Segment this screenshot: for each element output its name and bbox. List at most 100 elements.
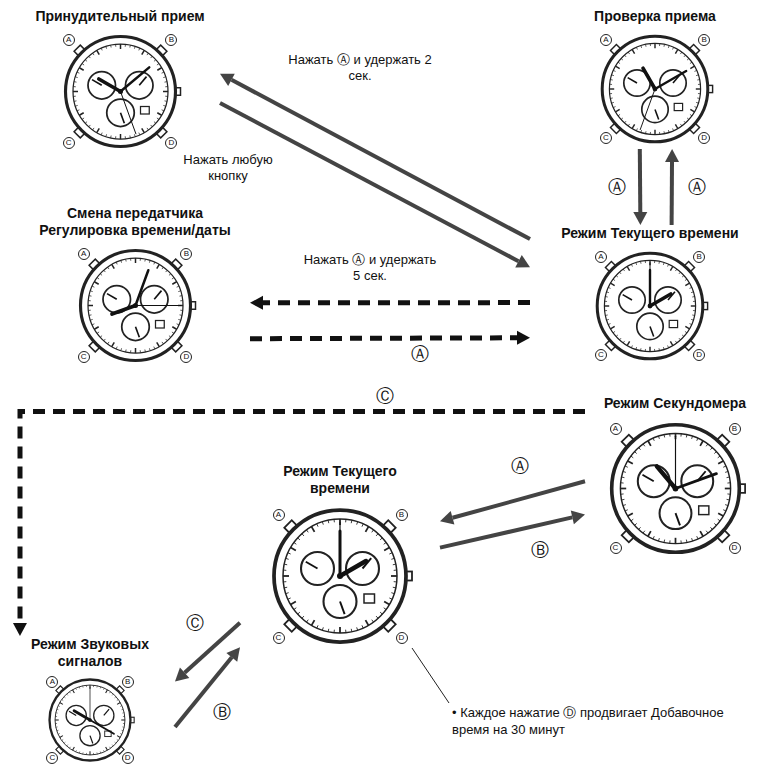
tick — [122, 709, 124, 711]
tick — [726, 499, 729, 501]
button-letter: B — [122, 676, 134, 688]
tick — [696, 74, 698, 76]
arrowhead — [13, 623, 27, 636]
tick — [283, 581, 286, 582]
tick — [714, 452, 716, 454]
tick — [122, 712, 124, 713]
tick — [384, 548, 389, 551]
tick — [120, 260, 122, 262]
tick — [107, 342, 108, 344]
tick — [362, 524, 363, 527]
tick — [116, 347, 117, 349]
tick — [178, 290, 180, 292]
tick — [632, 124, 634, 128]
tick — [286, 558, 289, 560]
second-hand — [120, 92, 135, 134]
mode-transition-arrow — [633, 149, 647, 225]
tick — [627, 461, 632, 464]
tick — [96, 686, 97, 688]
button-letter: B — [396, 509, 408, 521]
watch-illustration — [595, 29, 715, 149]
tick — [133, 134, 135, 136]
tick — [317, 625, 318, 628]
tick — [624, 121, 626, 123]
subdial-hand — [642, 475, 653, 482]
tick — [616, 66, 620, 68]
tick — [106, 690, 108, 693]
date-window — [364, 594, 375, 603]
subdial-hand — [90, 736, 93, 744]
minute-hand — [135, 270, 148, 305]
mode-title: Проверка приема — [560, 8, 750, 25]
tick — [317, 524, 318, 527]
subdial-hand — [306, 562, 318, 569]
tick — [79, 752, 81, 754]
tick — [696, 102, 698, 104]
tick — [89, 295, 91, 297]
tick — [117, 703, 120, 705]
tick — [73, 91, 78, 93]
tick — [621, 118, 623, 120]
tick — [693, 301, 695, 302]
arrow-line — [453, 481, 586, 518]
button-letter: A — [63, 34, 75, 46]
tick — [625, 510, 628, 511]
tick — [628, 52, 629, 54]
second-hand — [674, 436, 675, 488]
tick — [645, 349, 646, 351]
tick — [687, 58, 689, 60]
tick — [156, 118, 158, 119]
tick — [75, 688, 77, 690]
tick — [100, 336, 102, 338]
button-letter: B — [180, 248, 192, 260]
minute-hand — [120, 67, 149, 91]
tick — [60, 703, 63, 705]
tick — [391, 558, 394, 560]
tick — [634, 523, 636, 525]
tick — [697, 97, 699, 99]
tick — [116, 262, 117, 264]
tick — [669, 540, 670, 543]
tick — [649, 347, 650, 352]
subdial-hand — [120, 113, 124, 124]
tick — [376, 616, 378, 618]
tick — [394, 581, 397, 582]
tick — [700, 441, 703, 446]
tick — [69, 747, 70, 748]
tick — [79, 113, 83, 116]
tick — [144, 350, 146, 352]
tick — [640, 46, 642, 48]
tick — [77, 72, 79, 73]
tick — [635, 263, 637, 265]
tick — [663, 435, 665, 438]
tick — [115, 697, 116, 698]
arrow-line — [638, 149, 643, 212]
subdial — [301, 552, 334, 585]
tick — [625, 466, 628, 467]
tick — [624, 55, 626, 57]
date-window — [698, 506, 708, 515]
tick — [356, 627, 358, 630]
tick — [607, 291, 609, 293]
tick — [680, 52, 681, 54]
mode-title: Режим Текущего времени — [530, 225, 770, 242]
mode-title: Смена передатчика Регулировка времени/да… — [30, 205, 240, 239]
tick — [165, 339, 167, 341]
tick — [696, 536, 697, 539]
watch-mode-node: Режим Секундомера — [585, 395, 765, 561]
tick — [171, 332, 173, 333]
tick — [384, 542, 386, 544]
tick — [179, 314, 181, 316]
dial — [609, 43, 700, 134]
tick — [64, 742, 65, 743]
button-letter: A — [46, 676, 58, 688]
tick — [616, 275, 618, 277]
tick — [322, 627, 324, 630]
tick — [146, 53, 147, 55]
tick — [611, 326, 615, 328]
button-letter: A — [610, 423, 622, 435]
tick — [117, 699, 118, 700]
subdial-hand — [135, 327, 139, 338]
tick — [328, 629, 330, 632]
minute-hand — [675, 474, 716, 489]
